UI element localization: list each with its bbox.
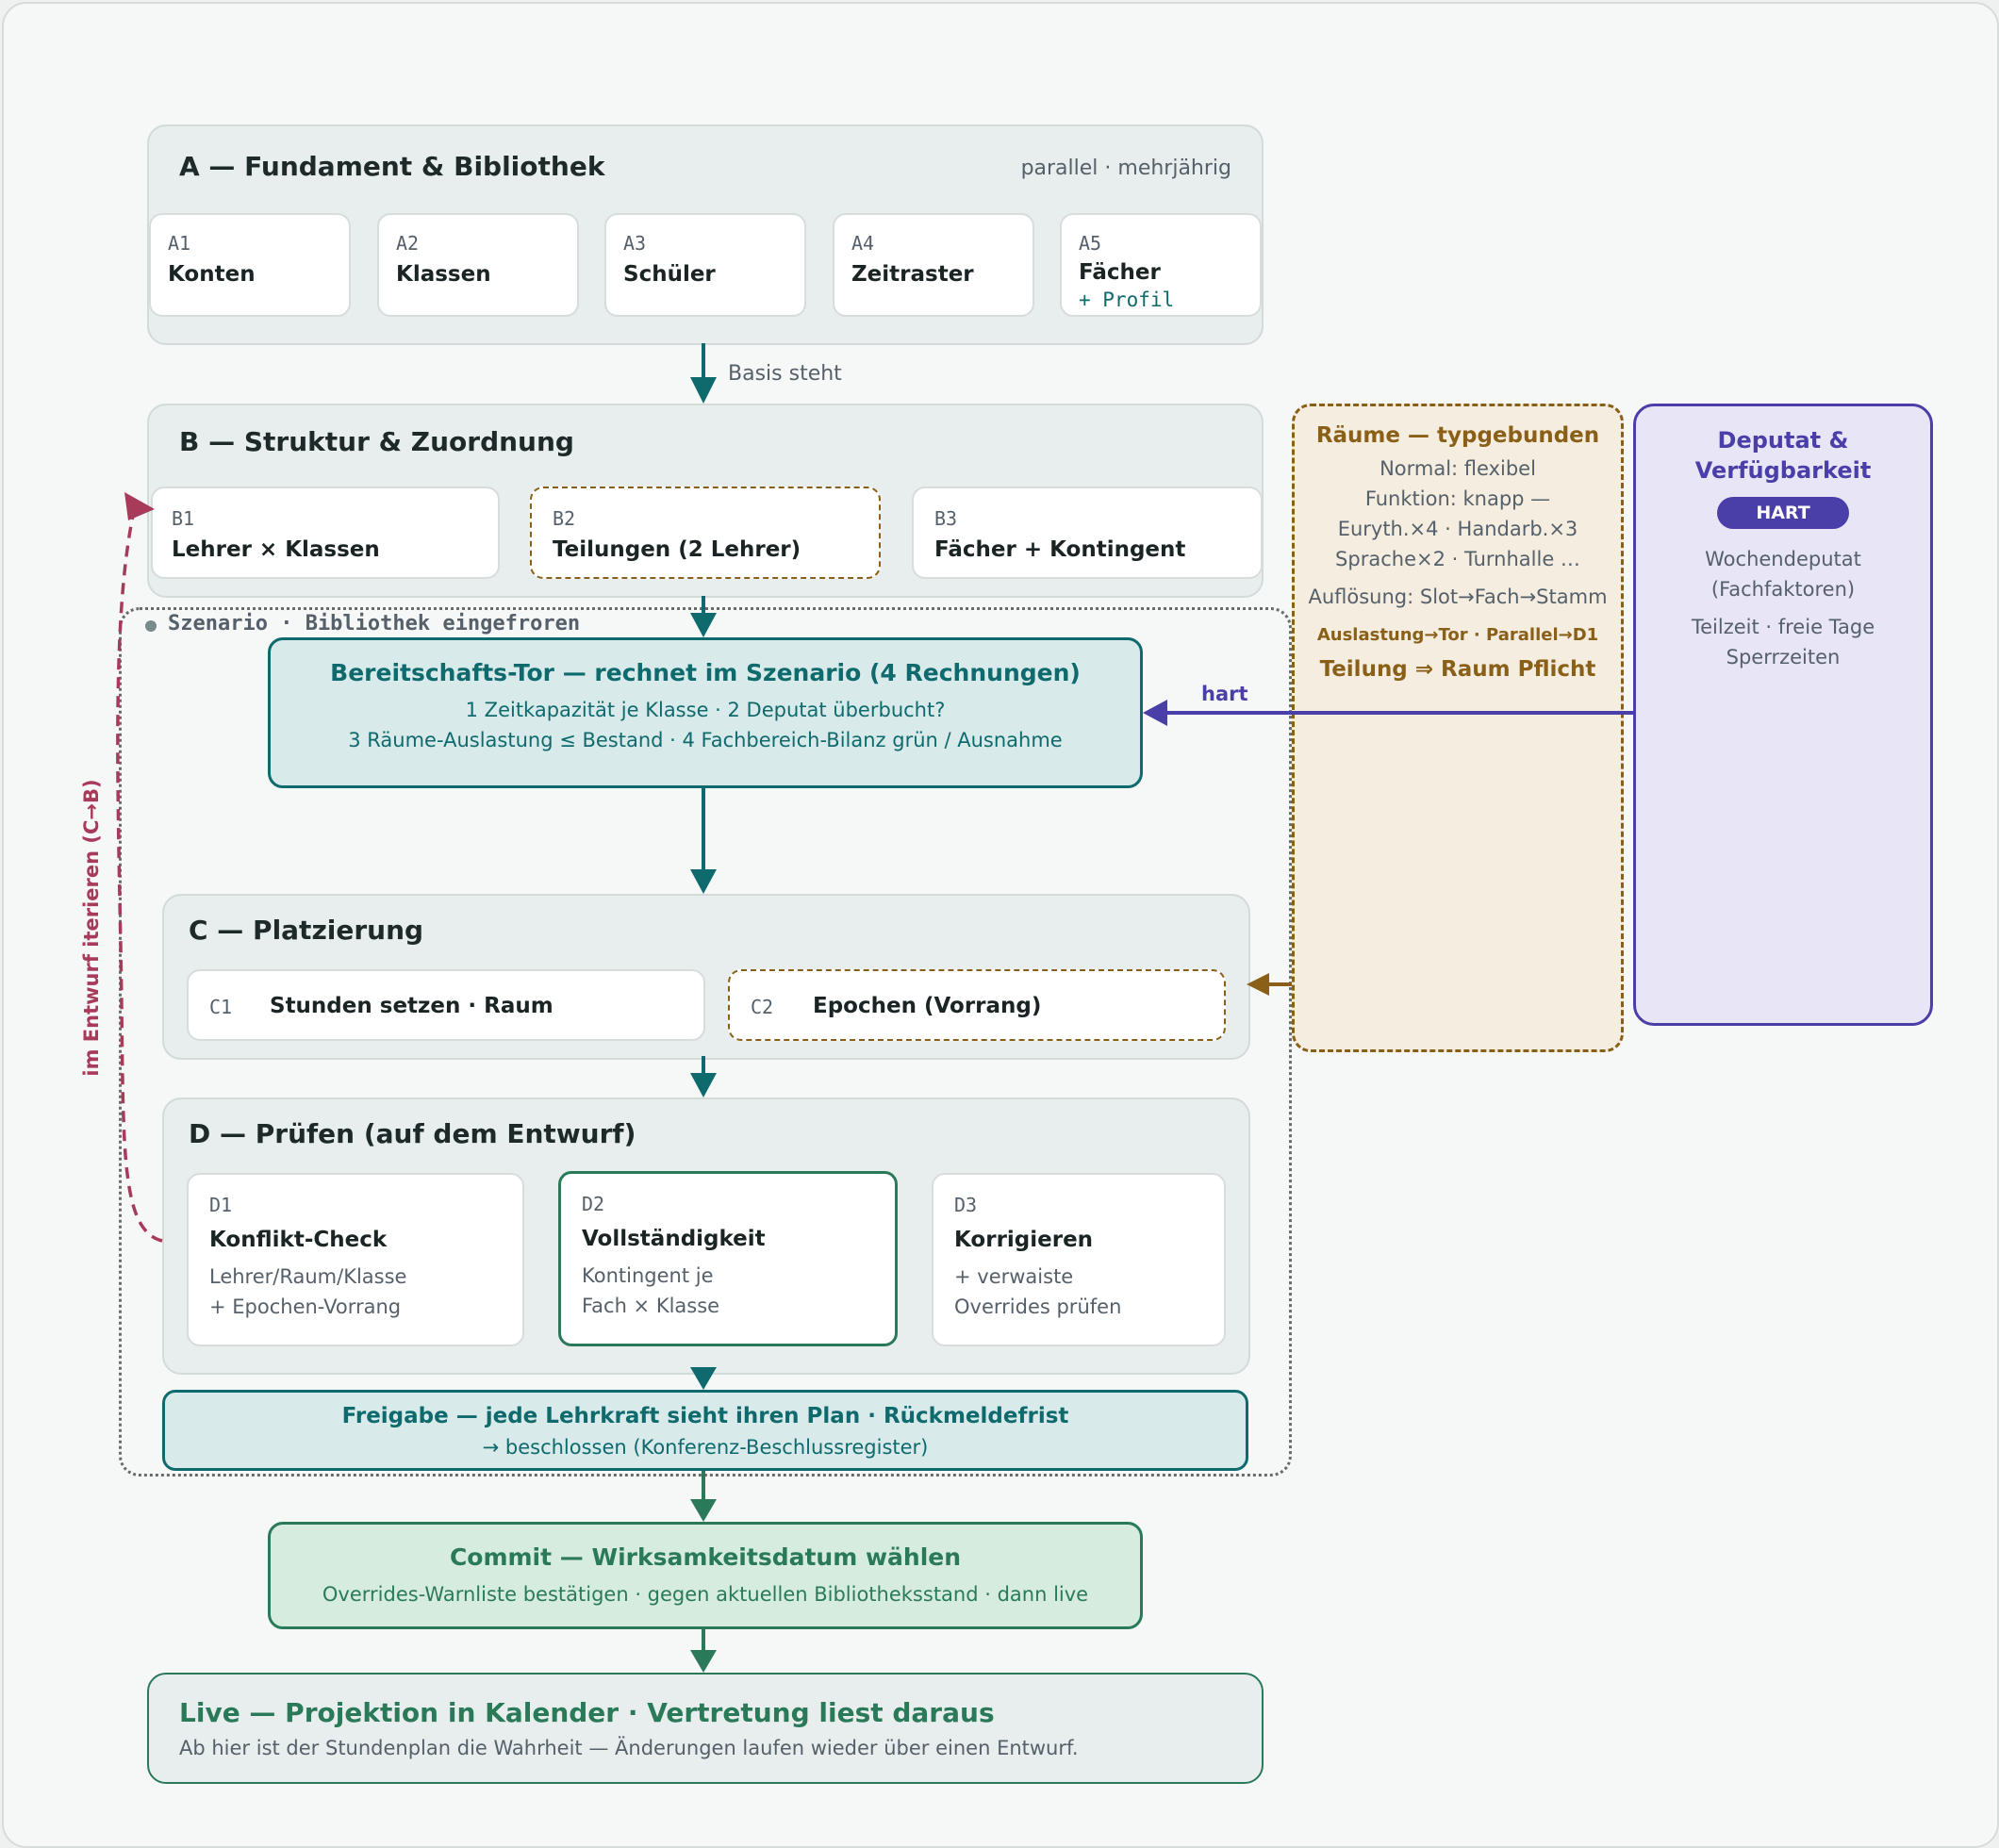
phase-a-note: parallel · mehrjährig [1020,157,1231,180]
card-b3-label: Fächer + Kontingent [934,537,1186,562]
card-a2: A2 Klassen [377,213,579,317]
loop-label-text: im Entwurf iterieren (C→B) [80,779,103,1076]
card-d1-label: Konflikt-Check [209,1228,388,1252]
rooms-usage: Auslastung→Tor · Parallel→D1 [1316,625,1599,645]
card-c1: C1 Stunden setzen · Raum [187,969,705,1041]
arrow-c-d-head [690,1073,717,1097]
card-c2-label: Epochen (Vorrang) [813,994,1042,1018]
commit-box: Commit — Wirksamkeitsdatum wählen Overri… [268,1522,1143,1629]
card-a2-code: A2 [396,232,420,255]
card-d3-desc1: + verwaiste [954,1265,1074,1288]
commit-sub: Overrides-Warnliste bestätigen · gegen a… [322,1583,1089,1606]
arrow-gate-c-head [690,869,717,894]
card-b1: B1 Lehrer × Klassen [151,487,500,579]
card-b2: B2 Teilungen (2 Lehrer) [530,487,881,579]
loop-arrow-path [116,510,163,1243]
card-a4: A4 Zeitraster [833,213,1034,317]
hart-badge: HART [1717,497,1849,529]
card-a5: A5 Fächer + Profil [1060,213,1262,317]
card-a5-extra: + Profil [1079,289,1175,311]
arrow-b-gate-head [690,613,717,637]
phase-d-title: D — Prüfen (auf dem Entwurf) [189,1118,636,1149]
rooms-panel: Räume — typgebunden Normal: flexibel Fun… [1292,404,1624,1052]
card-c1-label: Stunden setzen · Raum [270,994,553,1018]
rooms-resolution: Auflösung: Slot→Fach→Stamm [1308,586,1608,608]
card-b1-label: Lehrer × Klassen [172,537,380,562]
gate-line1: 1 Zeitkapazität je Klasse · 2 Deputat üb… [465,699,946,721]
arrow-commit-live-head [690,1650,717,1673]
deputat-panel: Deputat & Verfügbarkeit HART Wochendeput… [1633,404,1933,1026]
card-a1-label: Konten [168,262,256,287]
deputat-line4: Sperrzeiten [1726,646,1841,668]
card-d3-code: D3 [954,1194,978,1216]
card-d2: D2 Vollständigkeit Kontingent je Fach × … [558,1171,898,1346]
phase-b-title: B — Struktur & Zuordnung [179,426,574,457]
card-a3-code: A3 [623,232,647,255]
card-c2-code: C2 [751,996,774,1018]
card-a1: A1 Konten [149,213,351,317]
commit-title: Commit — Wirksamkeitsdatum wählen [449,1543,962,1571]
arrow-rooms-c-head [1247,973,1269,996]
arrow-deputat-gate-head [1143,700,1167,726]
deputat-line2: (Fachfaktoren) [1710,578,1856,601]
release-sub: → beschlossen (Konferenz-Beschlussregist… [482,1436,929,1459]
card-b1-code: B1 [172,507,195,530]
phase-a-title: A — Fundament & Bibliothek [179,151,605,182]
rooms-line4: Sprache×2 · Turnhalle … [1335,548,1580,570]
loop-arrow-head [124,492,155,520]
deputat-line3: Teilzeit · freie Tage [1691,616,1875,638]
live-box: Live — Projektion in Kalender · Vertretu… [147,1673,1264,1784]
scenario-label: Szenario · Bibliothek eingefroren [168,612,581,635]
gate-line2: 3 Räume-Auslastung ≤ Bestand · 4 Fachber… [348,729,1063,751]
card-d1-code: D1 [209,1194,233,1216]
card-b3: B3 Fächer + Kontingent [912,487,1263,579]
card-a4-code: A4 [851,232,875,255]
card-d3: D3 Korrigieren + verwaiste Overrides prü… [932,1173,1226,1346]
card-d2-desc1: Kontingent je [582,1264,714,1287]
card-a4-label: Zeitraster [851,262,974,287]
card-d2-desc2: Fach × Klasse [582,1295,720,1317]
card-a3: A3 Schüler [604,213,806,317]
deputat-line1: Wochendeputat [1705,548,1861,570]
card-a3-label: Schüler [623,262,716,287]
arrow-d-release-head [690,1367,717,1390]
phase-c-title: C — Platzierung [189,915,424,946]
card-d2-code: D2 [582,1193,605,1215]
connector-overlay: im Entwurf iterieren (C→B) [80,343,1633,1673]
basis-steht-label: Basis steht [728,362,842,386]
readiness-gate: Bereitschafts-Tor — rechnet im Szenario … [268,637,1143,788]
card-d3-desc2: Overrides prüfen [954,1295,1122,1318]
rooms-title: Räume — typgebunden [1315,423,1600,448]
rooms-line1: Normal: flexibel [1379,457,1536,480]
deputat-title-line2: Verfügbarkeit [1694,457,1872,484]
card-d1-desc2: + Epochen-Vorrang [209,1295,402,1318]
card-b2-label: Teilungen (2 Lehrer) [553,537,801,562]
card-a2-label: Klassen [396,262,491,287]
card-d2-label: Vollständigkeit [582,1227,766,1251]
card-c2: C2 Epochen (Vorrang) [728,969,1226,1041]
card-a5-label: Fächer [1079,260,1161,285]
hart-label: hart [1201,683,1248,705]
arrow-a-b-head [690,377,717,404]
card-d3-label: Korrigieren [954,1228,1094,1252]
release-title: Freigabe — jede Lehrkraft sieht ihren Pl… [341,1404,1069,1428]
card-c1-code: C1 [209,996,233,1018]
card-d1-desc1: Lehrer/Raum/Klasse [209,1265,407,1288]
live-title: Live — Projektion in Kalender · Vertretu… [179,1697,995,1728]
arrow-release-commit-head [690,1499,717,1522]
release-box: Freigabe — jede Lehrkraft sieht ihren Pl… [162,1390,1248,1471]
card-a1-code: A1 [168,232,191,255]
rooms-split: Teilung ⇒ Raum Pflicht [1319,657,1596,682]
rooms-line3: Euryth.×4 · Handarb.×3 [1337,518,1578,540]
scenario-dot-icon [145,620,157,632]
live-sub: Ab hier ist der Stundenplan die Wahrheit… [179,1737,1079,1759]
gate-title: Bereitschafts-Tor — rechnet im Szenario … [330,659,1081,686]
card-a5-code: A5 [1079,232,1102,255]
rooms-line2: Funktion: knapp — [1364,487,1551,510]
card-b2-code: B2 [553,507,576,530]
card-d1: D1 Konflikt-Check Lehrer/Raum/Klasse + E… [187,1173,524,1346]
card-b3-code: B3 [934,507,958,530]
deputat-title-line1: Deputat & [1717,427,1849,454]
